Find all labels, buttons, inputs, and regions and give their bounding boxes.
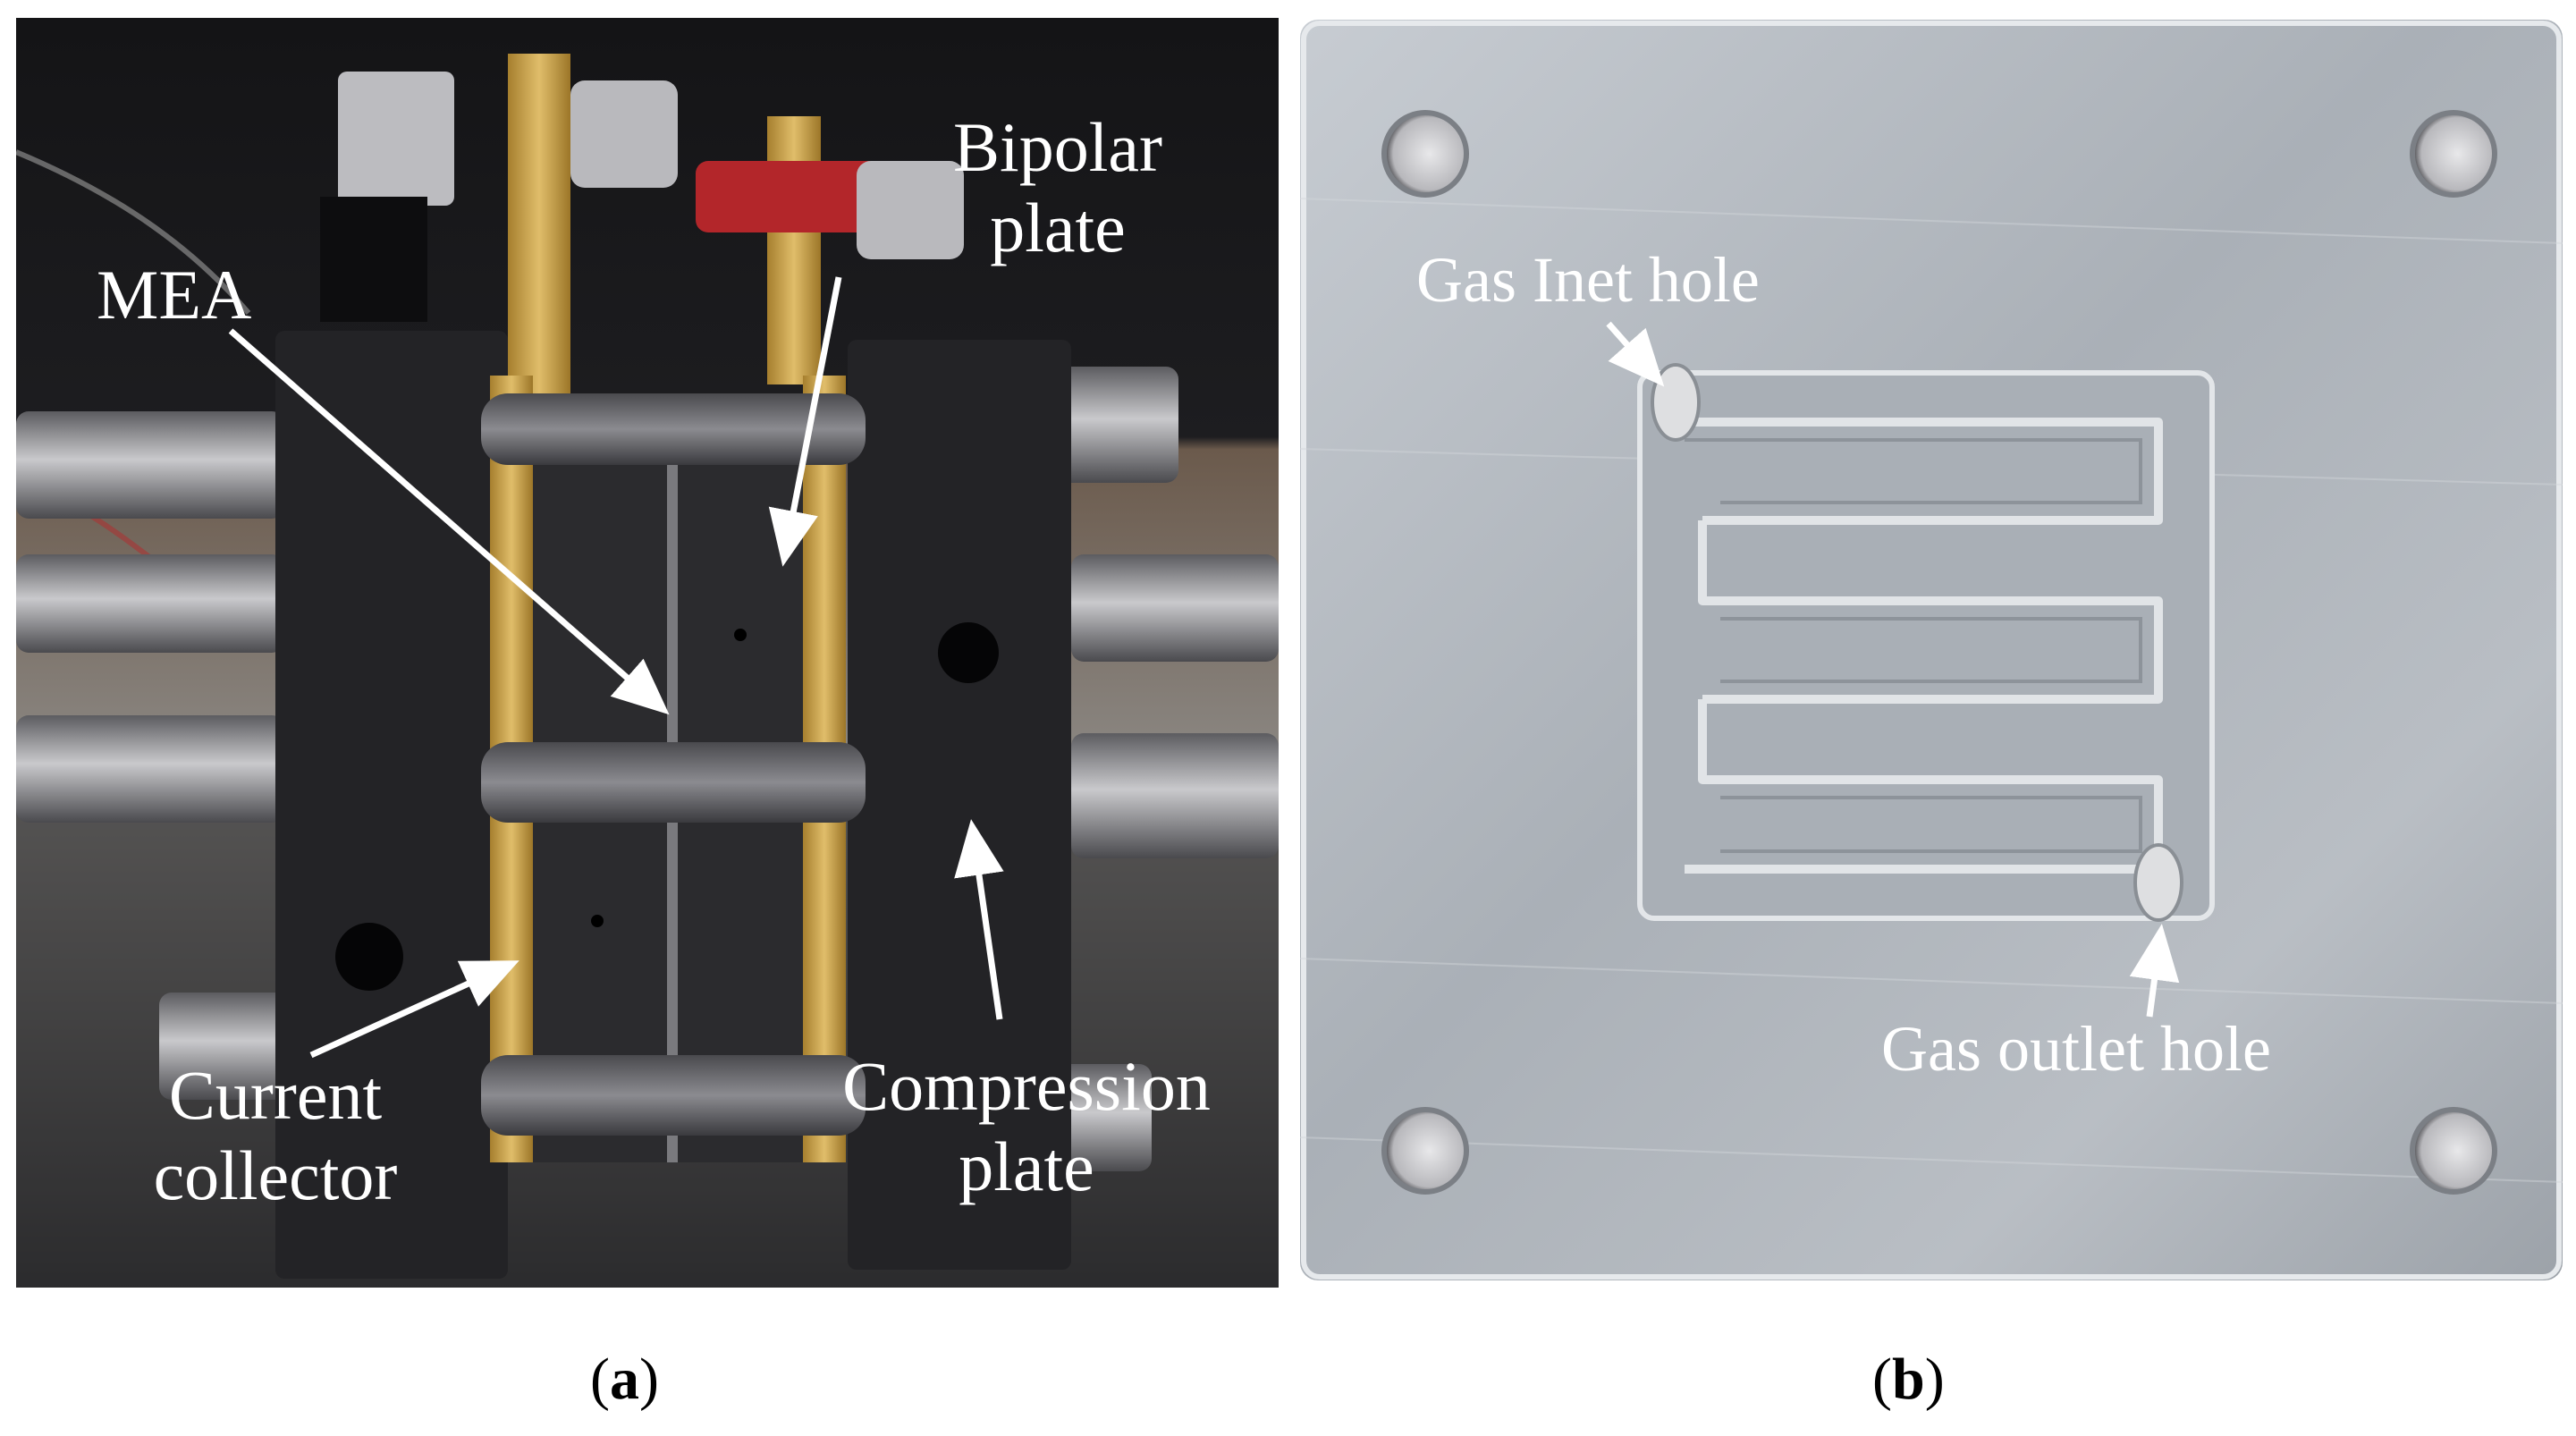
arrow-current-collector [309, 960, 519, 1059]
arrow-gas-inlet [1606, 321, 1665, 387]
serpentine-channel [1676, 418, 2163, 874]
caption-a-letter: a [609, 1347, 639, 1412]
arrow-compression [954, 819, 1004, 1020]
photo-assembled-cell: Bipolar plate MEA Current collector Comp… [16, 18, 1279, 1288]
left-fittings [16, 411, 302, 1100]
caption-a-close: ) [638, 1347, 659, 1412]
caption-a-open: ( [590, 1347, 610, 1412]
label-mea: MEA [97, 256, 252, 334]
label-gas-outlet-hole: Gas outlet hole [1881, 1013, 2271, 1085]
caption-b-open: ( [1872, 1347, 1892, 1412]
arrow-bipolar [768, 276, 842, 567]
assembled-cell-illustration [16, 18, 1279, 1288]
caption-b-letter: b [1891, 1347, 1925, 1412]
label-gas-inlet-hole: Gas Inet hole [1416, 244, 1760, 316]
arrow-gas-outlet [2129, 924, 2180, 1018]
caption-a: (a) [590, 1346, 659, 1414]
label-current-collector: Current collector [153, 1056, 398, 1214]
caption-b-close: ) [1924, 1347, 1945, 1412]
arrow-mea [228, 328, 670, 715]
label-bipolar-plate: Bipolar plate [953, 108, 1162, 266]
caption-b: (b) [1872, 1346, 1945, 1414]
flow-field-plate-illustration [1300, 20, 2563, 1280]
photo-flow-field-plate: Gas Inet hole Gas outlet hole [1300, 20, 2563, 1280]
label-compression-plate: Compression plate [842, 1047, 1211, 1205]
